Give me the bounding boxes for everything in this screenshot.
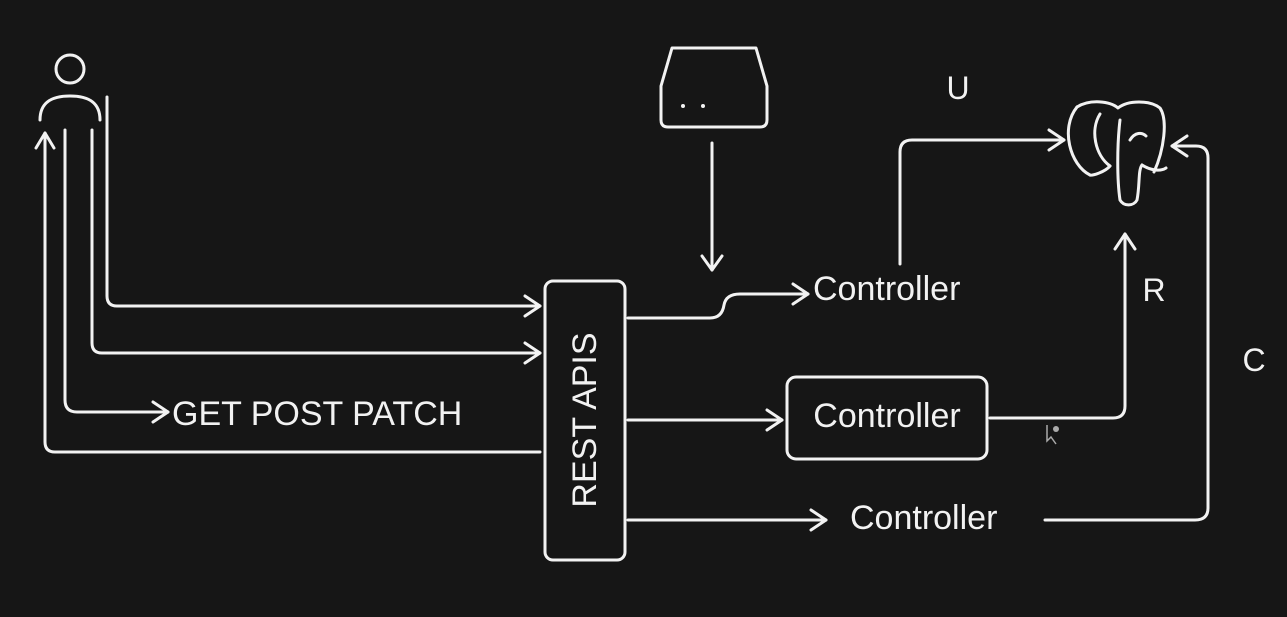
methods-label: GET POST PATCH [172, 395, 462, 433]
server-icon [659, 46, 769, 129]
controller-middle-label: Controller [813, 397, 960, 435]
edge-update-to-database [898, 128, 1066, 266]
edge-api-to-controller-top [626, 282, 810, 320]
controller-middle-box [785, 375, 989, 461]
create-label: C [1242, 342, 1265, 378]
controller-top-label: Controller [813, 270, 960, 308]
edge-api-to-controller-bottom [626, 508, 828, 532]
read-label: R [1142, 272, 1165, 308]
edge-user-to-api-top [105, 95, 542, 318]
cursor-icon [1046, 425, 1059, 445]
postgres-elephant-icon [1066, 100, 1168, 207]
user-icon [38, 53, 102, 122]
edge-create-to-database [1043, 134, 1210, 522]
edge-user-to-methods [63, 128, 170, 424]
rest-api-label: REST APIS [566, 332, 604, 507]
edge-server-to-flow [700, 141, 724, 272]
edge-user-to-api-second [90, 128, 542, 365]
edge-api-to-controller-middle [626, 408, 784, 432]
update-label: U [946, 70, 969, 106]
edge-read-to-database [988, 232, 1137, 420]
rest-api-node: REST APIS [543, 279, 627, 562]
controller-bottom-label: Controller [850, 499, 997, 537]
edge-api-response-to-user [34, 131, 542, 454]
